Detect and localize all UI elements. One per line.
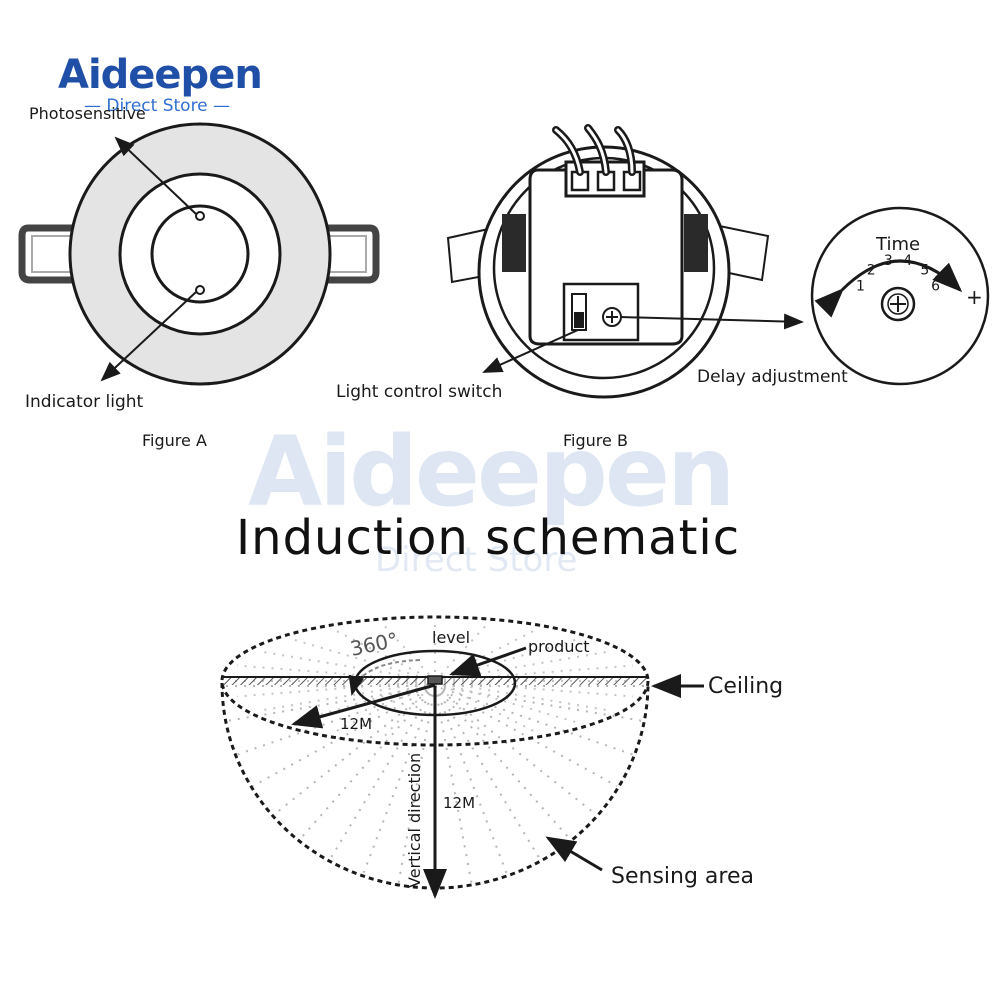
sensing-ray: [397, 685, 436, 884]
sensing-ray: [434, 685, 541, 860]
dial-minus: -: [822, 285, 829, 309]
radius-label: 12M: [340, 715, 373, 733]
ceiling-label: Ceiling: [708, 674, 784, 699]
horizontal-ray: [332, 628, 436, 682]
dial-plus: +: [966, 285, 983, 309]
vertical-direction-label: Vertical direction: [405, 753, 424, 888]
figure-a-left-clip: [18, 224, 78, 284]
photosensitive-arrow: [114, 136, 197, 215]
horizontal-ray: [236, 680, 436, 698]
induction-schematic: 360° Vertical direction: [220, 615, 704, 899]
horizontal-ray: [434, 680, 634, 698]
sensing-ray: [434, 685, 597, 816]
horizontal-ray: [434, 650, 613, 682]
dial-number: 5: [920, 262, 929, 278]
dial-number: 1: [856, 278, 865, 294]
figure-b-wires-inner: [554, 126, 634, 174]
watermark-tagline: Direct Store: [375, 540, 578, 580]
level-label: level: [432, 628, 471, 647]
figure-b-left-clip: [502, 214, 526, 272]
depth-label: 12M: [443, 794, 476, 812]
horizontal-ray: [236, 664, 436, 682]
photosensitive-dot: [195, 211, 205, 221]
figure-a-caption: Figure A: [142, 431, 207, 450]
figure-a-right-clip: [320, 224, 380, 284]
sensing-ray: [434, 685, 508, 875]
product-marker: [427, 675, 443, 685]
horizontal-ray: [434, 664, 634, 682]
photosensitive-label: Photosensitive: [29, 104, 146, 123]
dial-number: 3: [884, 253, 893, 269]
sensing-ray: [362, 685, 436, 875]
light-switch-arrow: [482, 329, 579, 373]
horizontal-ray: [434, 680, 538, 734]
sensing-ray: [434, 685, 473, 884]
brand-tagline: — Direct Store —: [84, 96, 230, 116]
product-arrow: [449, 646, 527, 677]
dial-title: Time: [875, 234, 920, 255]
tagline-dash-left: —: [84, 96, 107, 116]
brand-logo: Aideepen — Direct Store —: [58, 52, 263, 116]
radius-arrow: [291, 683, 436, 729]
tagline-text: Direct Store: [106, 96, 208, 116]
dial-arc-arrow: [814, 259, 963, 318]
sensing-arrow: [545, 836, 603, 872]
horizontal-ray: [434, 680, 613, 712]
figure-b-right-clip: [684, 214, 708, 272]
horizontal-ray: [257, 650, 436, 682]
delay-arrow: [619, 313, 804, 330]
brand-name: Aideepen: [58, 52, 263, 98]
indicator-arrow: [100, 291, 197, 382]
tagline-dash-right: —: [207, 96, 231, 116]
indicator-light-label: Indicator light: [25, 392, 144, 412]
switch-slider: [574, 312, 584, 328]
figure-a-lens: [150, 204, 250, 304]
dial-number: 4: [903, 253, 912, 269]
product-label: product: [528, 637, 590, 656]
watermark-logo: Aideepen: [248, 416, 735, 528]
indicator-dot: [195, 285, 205, 295]
schematic-title: Induction schematic: [236, 510, 741, 566]
sensing-ray: [273, 685, 436, 816]
sensing-ray: [434, 685, 618, 787]
horizontal-ray: [257, 680, 436, 712]
sensing-area-label: Sensing area: [611, 864, 754, 889]
figure-b-caption: Figure B: [563, 431, 628, 450]
light-control-switch-label: Light control switch: [336, 382, 503, 402]
dial-number: 6: [931, 278, 940, 294]
sensing-ray: [252, 685, 436, 787]
delay-adjustment-label: Delay adjustment: [697, 367, 848, 387]
figure-a: [18, 122, 380, 386]
dial-number: 2: [867, 262, 876, 278]
sensing-ray: [434, 685, 571, 840]
